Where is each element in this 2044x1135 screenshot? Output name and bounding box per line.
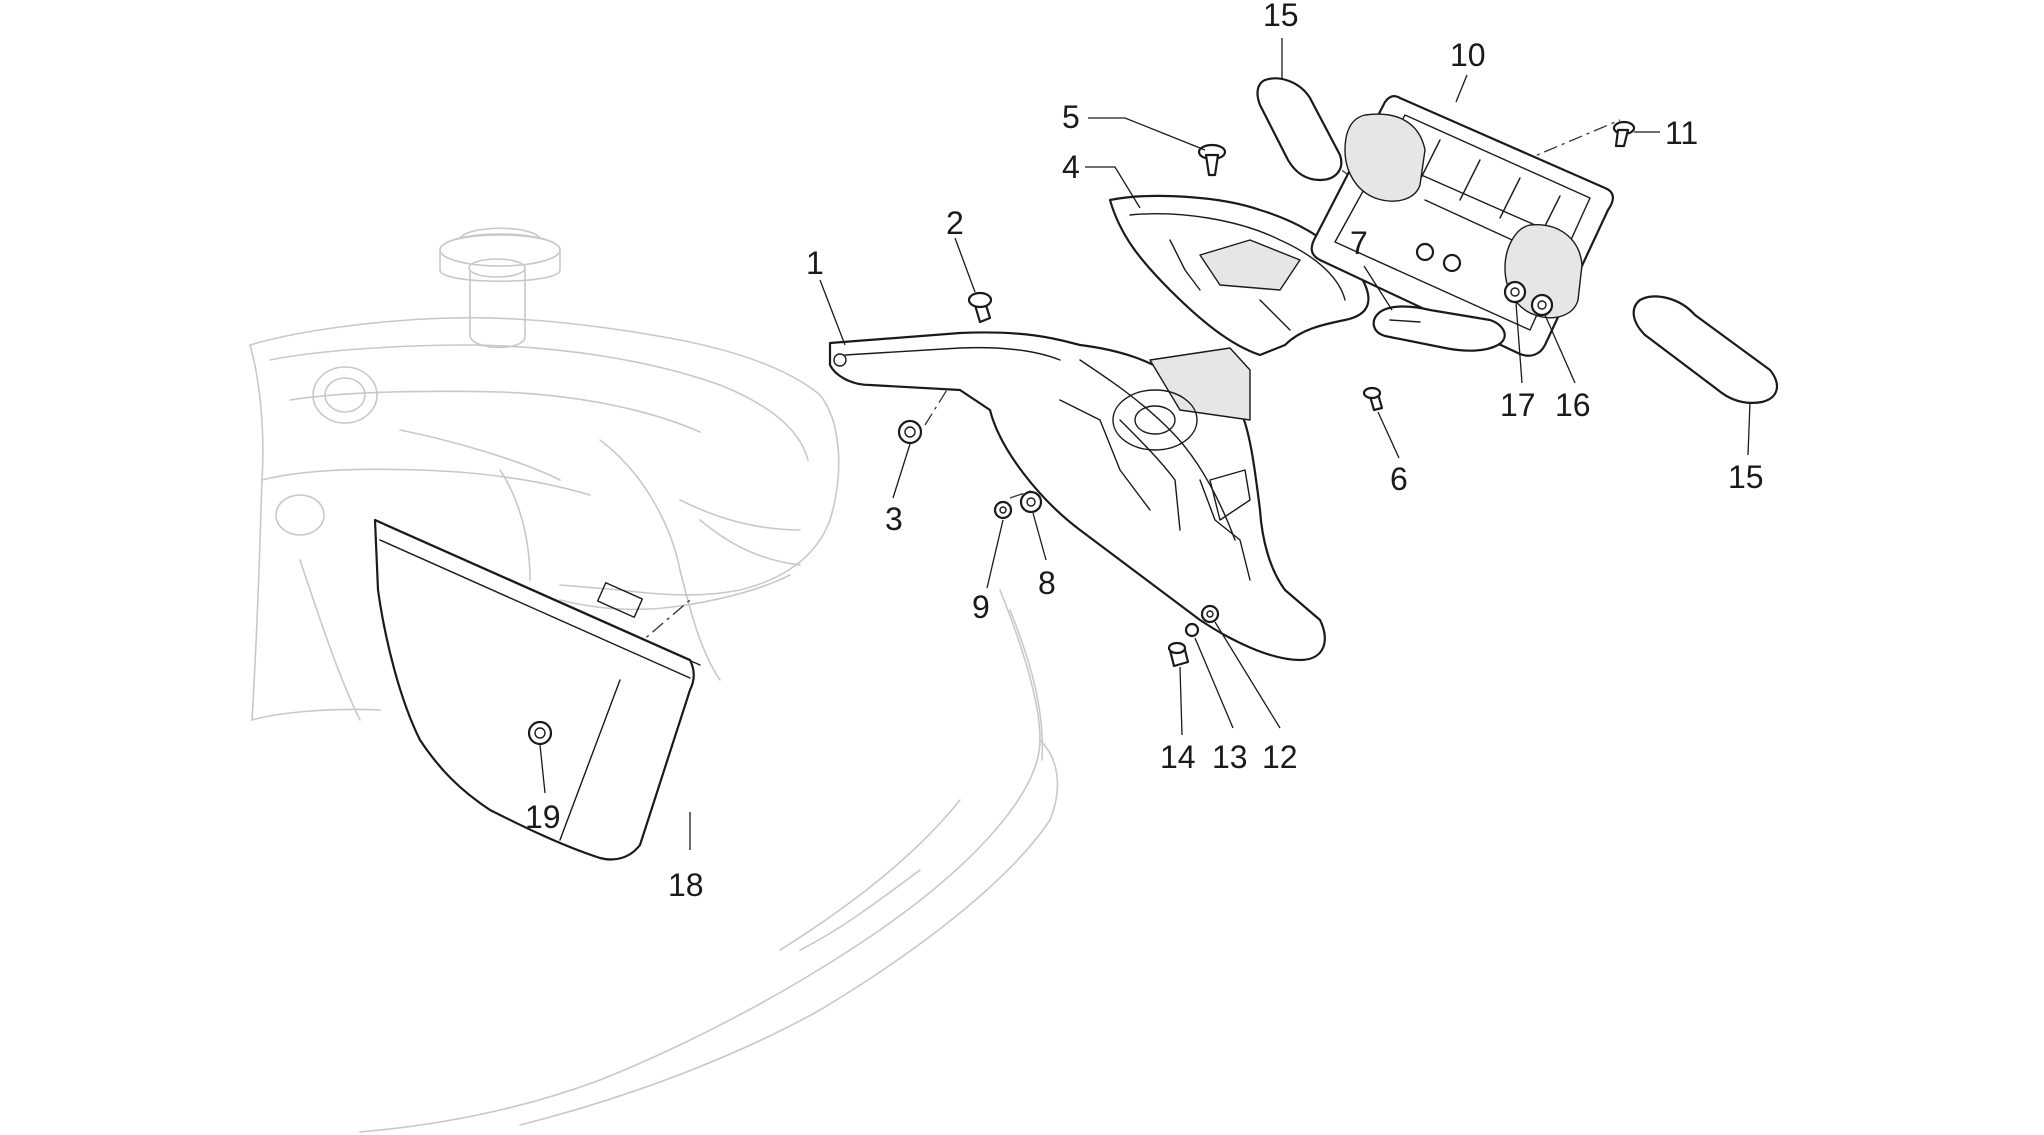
leader-lines xyxy=(539,38,1751,850)
callout-17: 17 xyxy=(1500,387,1536,423)
part-7-reflector-strip xyxy=(1372,305,1506,352)
part-18-splash-panel xyxy=(373,518,701,861)
part-10-plate-holder xyxy=(1310,95,1614,357)
callout-6: 6 xyxy=(1390,461,1408,497)
callout-4: 4 xyxy=(1062,149,1080,185)
callout-11: 11 xyxy=(1665,115,1698,151)
callout-1: 1 xyxy=(806,245,824,281)
callout-8: 8 xyxy=(1038,565,1056,601)
callout-labels: 1 2 3 4 5 6 7 8 9 10 11 12 13 14 15 15 1… xyxy=(525,0,1764,903)
callout-2: 2 xyxy=(946,205,964,241)
callout-5: 5 xyxy=(1062,99,1080,135)
callout-15-top: 15 xyxy=(1263,0,1299,33)
part-4-cover xyxy=(1108,194,1370,357)
callout-14: 14 xyxy=(1160,739,1196,775)
callout-9: 9 xyxy=(972,589,990,625)
part-15a-reflector xyxy=(1256,77,1343,182)
callout-12: 12 xyxy=(1262,739,1298,775)
part-1-rear-bracket xyxy=(828,331,1326,662)
background-frame-outline xyxy=(249,227,840,721)
callout-7: 7 xyxy=(1350,225,1368,261)
background-mudguard-outline xyxy=(359,589,1059,1133)
callout-15-right: 15 xyxy=(1728,459,1764,495)
fasteners xyxy=(527,120,1636,746)
callout-10: 10 xyxy=(1450,37,1486,73)
callout-3: 3 xyxy=(885,501,903,537)
part-15b-reflector xyxy=(1632,295,1779,404)
callout-16: 16 xyxy=(1555,387,1591,423)
callout-18: 18 xyxy=(668,867,704,903)
callout-13: 13 xyxy=(1212,739,1248,775)
callout-19: 19 xyxy=(525,799,561,835)
